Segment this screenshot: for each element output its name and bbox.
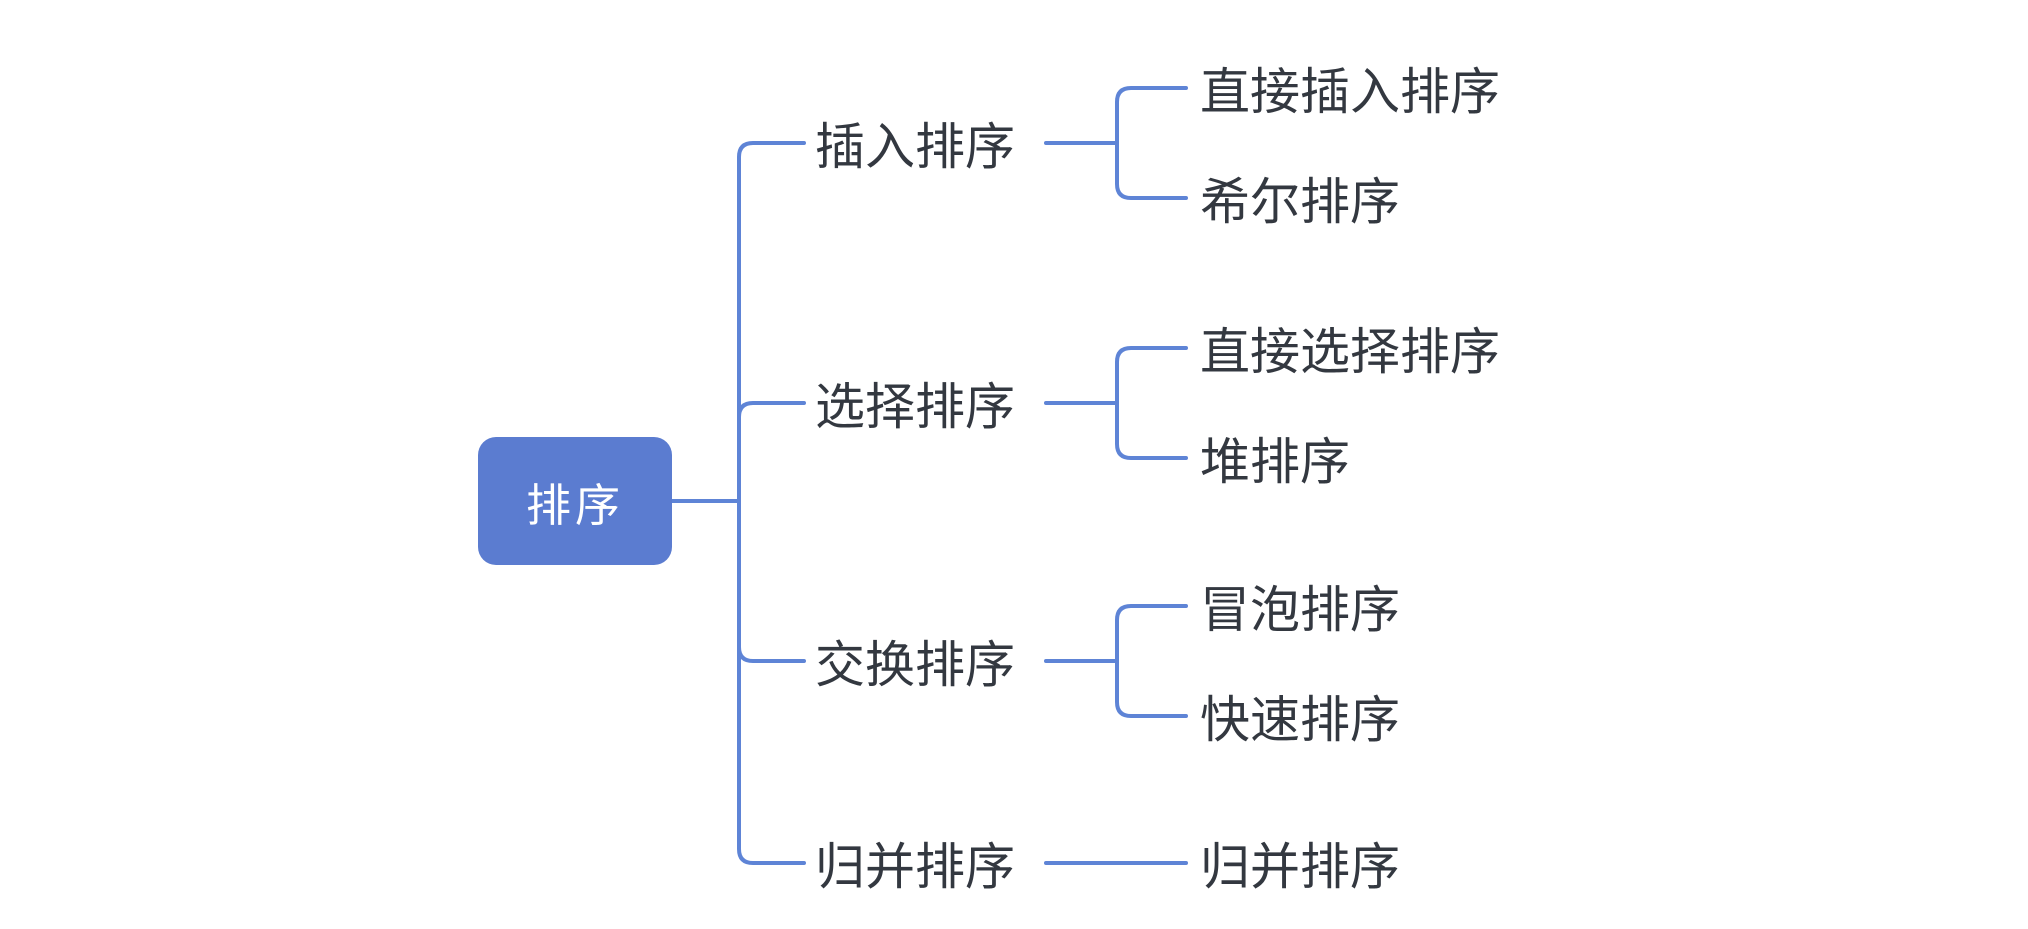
leaf-node-shell-sort[interactable]: 希尔排序 [1200, 174, 1400, 230]
leaf-node-direct-insertion-sort[interactable]: 直接插入排序 [1200, 64, 1500, 120]
leaf-node-heap-sort[interactable]: 堆排序 [1200, 434, 1350, 490]
leaf-node-direct-selection-sort[interactable]: 直接选择排序 [1200, 324, 1500, 380]
branch-node-merge-sort[interactable]: 归并排序 [815, 839, 1015, 895]
connector-insertion-bracket [1115, 86, 1188, 200]
branch-node-exchange-sort[interactable]: 交换排序 [815, 637, 1015, 693]
connector-exchange-bracket [1115, 604, 1188, 718]
connector-selection-bracket [1115, 346, 1188, 460]
branch-node-selection-sort[interactable]: 选择排序 [815, 379, 1015, 435]
connector-trunk-elbow-selection [737, 401, 806, 419]
root-node-sorting[interactable]: 排序 [478, 437, 672, 565]
connector-trunk [737, 141, 806, 865]
leaf-node-bubble-sort[interactable]: 冒泡排序 [1200, 582, 1400, 638]
root-label: 排序 [525, 479, 624, 531]
leaf-node-quick-sort[interactable]: 快速排序 [1200, 692, 1400, 748]
leaf-node-merge-sort[interactable]: 归并排序 [1200, 839, 1400, 895]
connector-trunk-elbow-exchange [737, 645, 806, 663]
branch-node-insertion-sort[interactable]: 插入排序 [815, 119, 1015, 175]
